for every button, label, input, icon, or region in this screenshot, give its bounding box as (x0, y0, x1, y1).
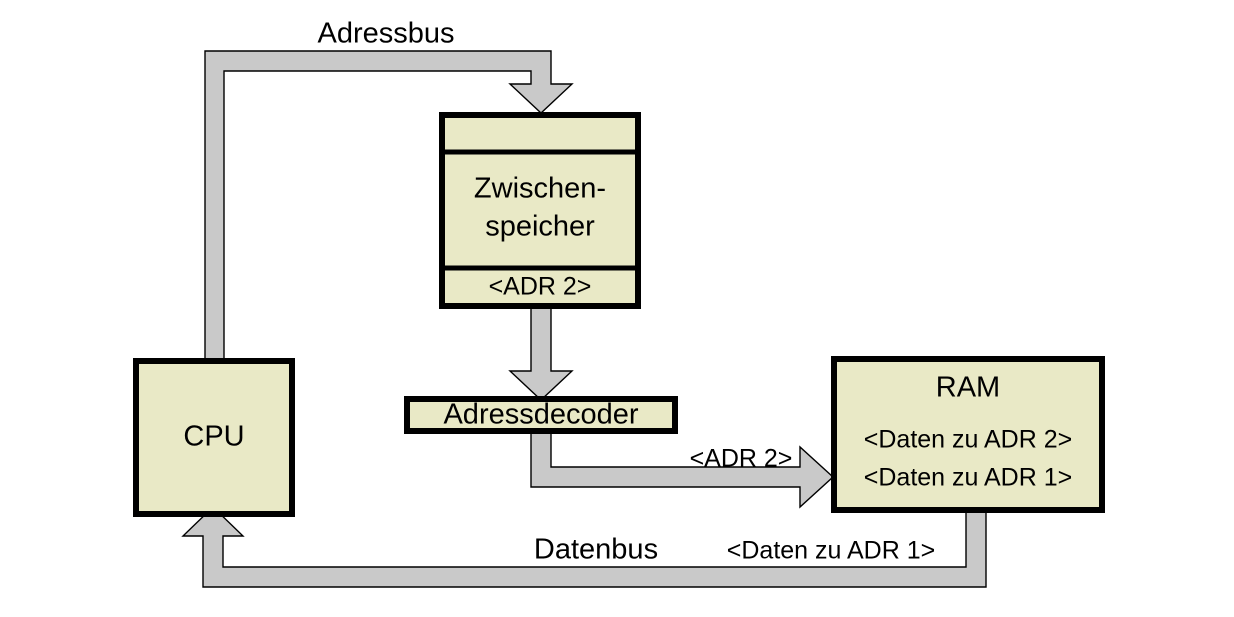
adressdecoder-box[interactable] (404, 396, 678, 434)
address-bus-band (204, 50, 574, 367)
zwischenspeicher-to-decoder-band (508, 305, 574, 401)
zwischenspeicher-row-bottom: <ADR 2> (489, 273, 592, 301)
data-bus-label: Datenbus (534, 534, 658, 566)
zwischenspeicher-box[interactable] (439, 112, 641, 309)
zwischenspeicher-row-middle-line2: speicher (485, 211, 595, 243)
cpu-label: CPU (183, 421, 244, 453)
adressdecoder-label: Adressdecoder (443, 399, 638, 431)
ram-box[interactable] (831, 356, 1105, 513)
ram-title: RAM (936, 372, 1000, 404)
address-bus-label: Adressbus (317, 18, 454, 50)
ram-row-2: <Daten zu ADR 1> (864, 464, 1072, 492)
cpu-box[interactable] (133, 358, 295, 517)
zwischenspeicher-row-middle-line1: Zwischen- (474, 173, 606, 205)
data-bus-band (181, 504, 987, 588)
ram-to-cpu-label: <Daten zu ADR 1> (727, 537, 935, 565)
decoder-to-ram-band (530, 429, 835, 509)
decoder-to-ram-label: <ADR 2> (690, 445, 793, 473)
ram-row-1: <Daten zu ADR 2> (864, 426, 1072, 454)
